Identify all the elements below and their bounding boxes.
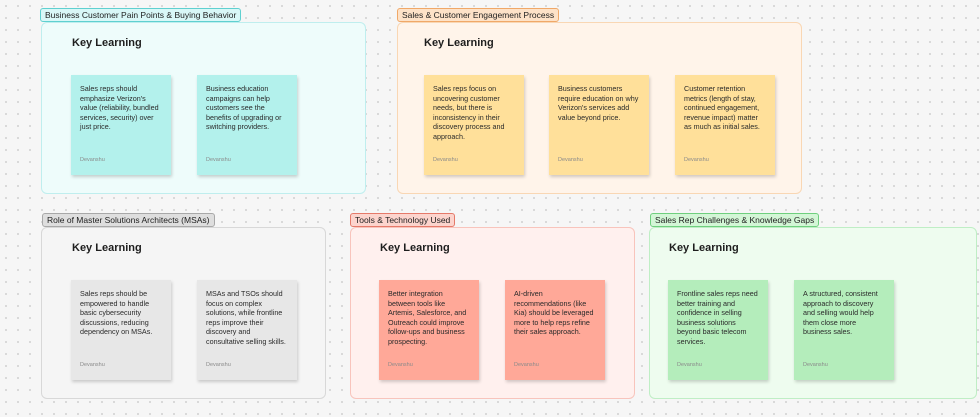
key-learning-heading: Key Learning bbox=[424, 37, 494, 49]
sticky-note[interactable]: Customer retention metrics (length of st… bbox=[675, 75, 775, 175]
section-tag-pain-points[interactable]: Business Customer Pain Points & Buying B… bbox=[40, 8, 242, 22]
section-tag-engagement[interactable]: Sales & Customer Engagement Process bbox=[397, 8, 560, 22]
note-author: Devanshu bbox=[206, 362, 231, 369]
note-text: Customer retention metrics (length of st… bbox=[684, 84, 760, 132]
note-author: Devanshu bbox=[80, 362, 105, 369]
note-author: Devanshu bbox=[558, 157, 583, 164]
key-learning-heading: Key Learning bbox=[380, 242, 450, 254]
key-learning-heading: Key Learning bbox=[669, 242, 739, 254]
note-text: Better integration between tools like Ar… bbox=[388, 289, 467, 346]
note-text: Sales reps should emphasize Verizon's va… bbox=[80, 84, 159, 132]
note-text: Frontline sales reps need better trainin… bbox=[677, 289, 758, 346]
sticky-note[interactable]: Better integration between tools like Ar… bbox=[379, 280, 479, 380]
note-text: Business customers require education on … bbox=[558, 84, 639, 122]
note-author: Devanshu bbox=[206, 157, 231, 164]
sticky-note[interactable]: Sales reps should emphasize Verizon's va… bbox=[71, 75, 171, 175]
note-author: Devanshu bbox=[684, 157, 709, 164]
note-text: Business education campaigns can help cu… bbox=[206, 84, 282, 132]
sticky-note[interactable]: Frontline sales reps need better trainin… bbox=[668, 280, 768, 380]
note-text: A structured, consistent approach to dis… bbox=[803, 289, 878, 337]
note-author: Devanshu bbox=[433, 157, 458, 164]
sticky-note[interactable]: Sales reps focus on uncovering customer … bbox=[424, 75, 524, 175]
note-author: Devanshu bbox=[677, 362, 702, 369]
note-text: Sales reps focus on uncovering customer … bbox=[433, 84, 505, 141]
note-author: Devanshu bbox=[803, 362, 828, 369]
sticky-note[interactable]: AI-driven recommendations (like Kia) sho… bbox=[505, 280, 605, 380]
sticky-note[interactable]: A structured, consistent approach to dis… bbox=[794, 280, 894, 380]
note-author: Devanshu bbox=[388, 362, 413, 369]
note-author: Devanshu bbox=[80, 157, 105, 164]
key-learning-heading: Key Learning bbox=[72, 242, 142, 254]
key-learning-heading: Key Learning bbox=[72, 37, 142, 49]
sticky-note[interactable]: Business customers require education on … bbox=[549, 75, 649, 175]
sticky-note[interactable]: MSAs and TSOs should focus on complex so… bbox=[197, 280, 297, 380]
section-tag-msa[interactable]: Role of Master Solutions Architects (MSA… bbox=[42, 213, 215, 227]
sticky-note[interactable]: Sales reps should be empowered to handle… bbox=[71, 280, 171, 380]
note-text: MSAs and TSOs should focus on complex so… bbox=[206, 289, 286, 346]
note-text: AI-driven recommendations (like Kia) sho… bbox=[514, 289, 594, 337]
section-tag-tools[interactable]: Tools & Technology Used bbox=[350, 213, 456, 227]
note-text: Sales reps should be empowered to handle… bbox=[80, 289, 153, 337]
section-tag-challenges[interactable]: Sales Rep Challenges & Knowledge Gaps bbox=[650, 213, 820, 227]
sticky-note[interactable]: Business education campaigns can help cu… bbox=[197, 75, 297, 175]
note-author: Devanshu bbox=[514, 362, 539, 369]
